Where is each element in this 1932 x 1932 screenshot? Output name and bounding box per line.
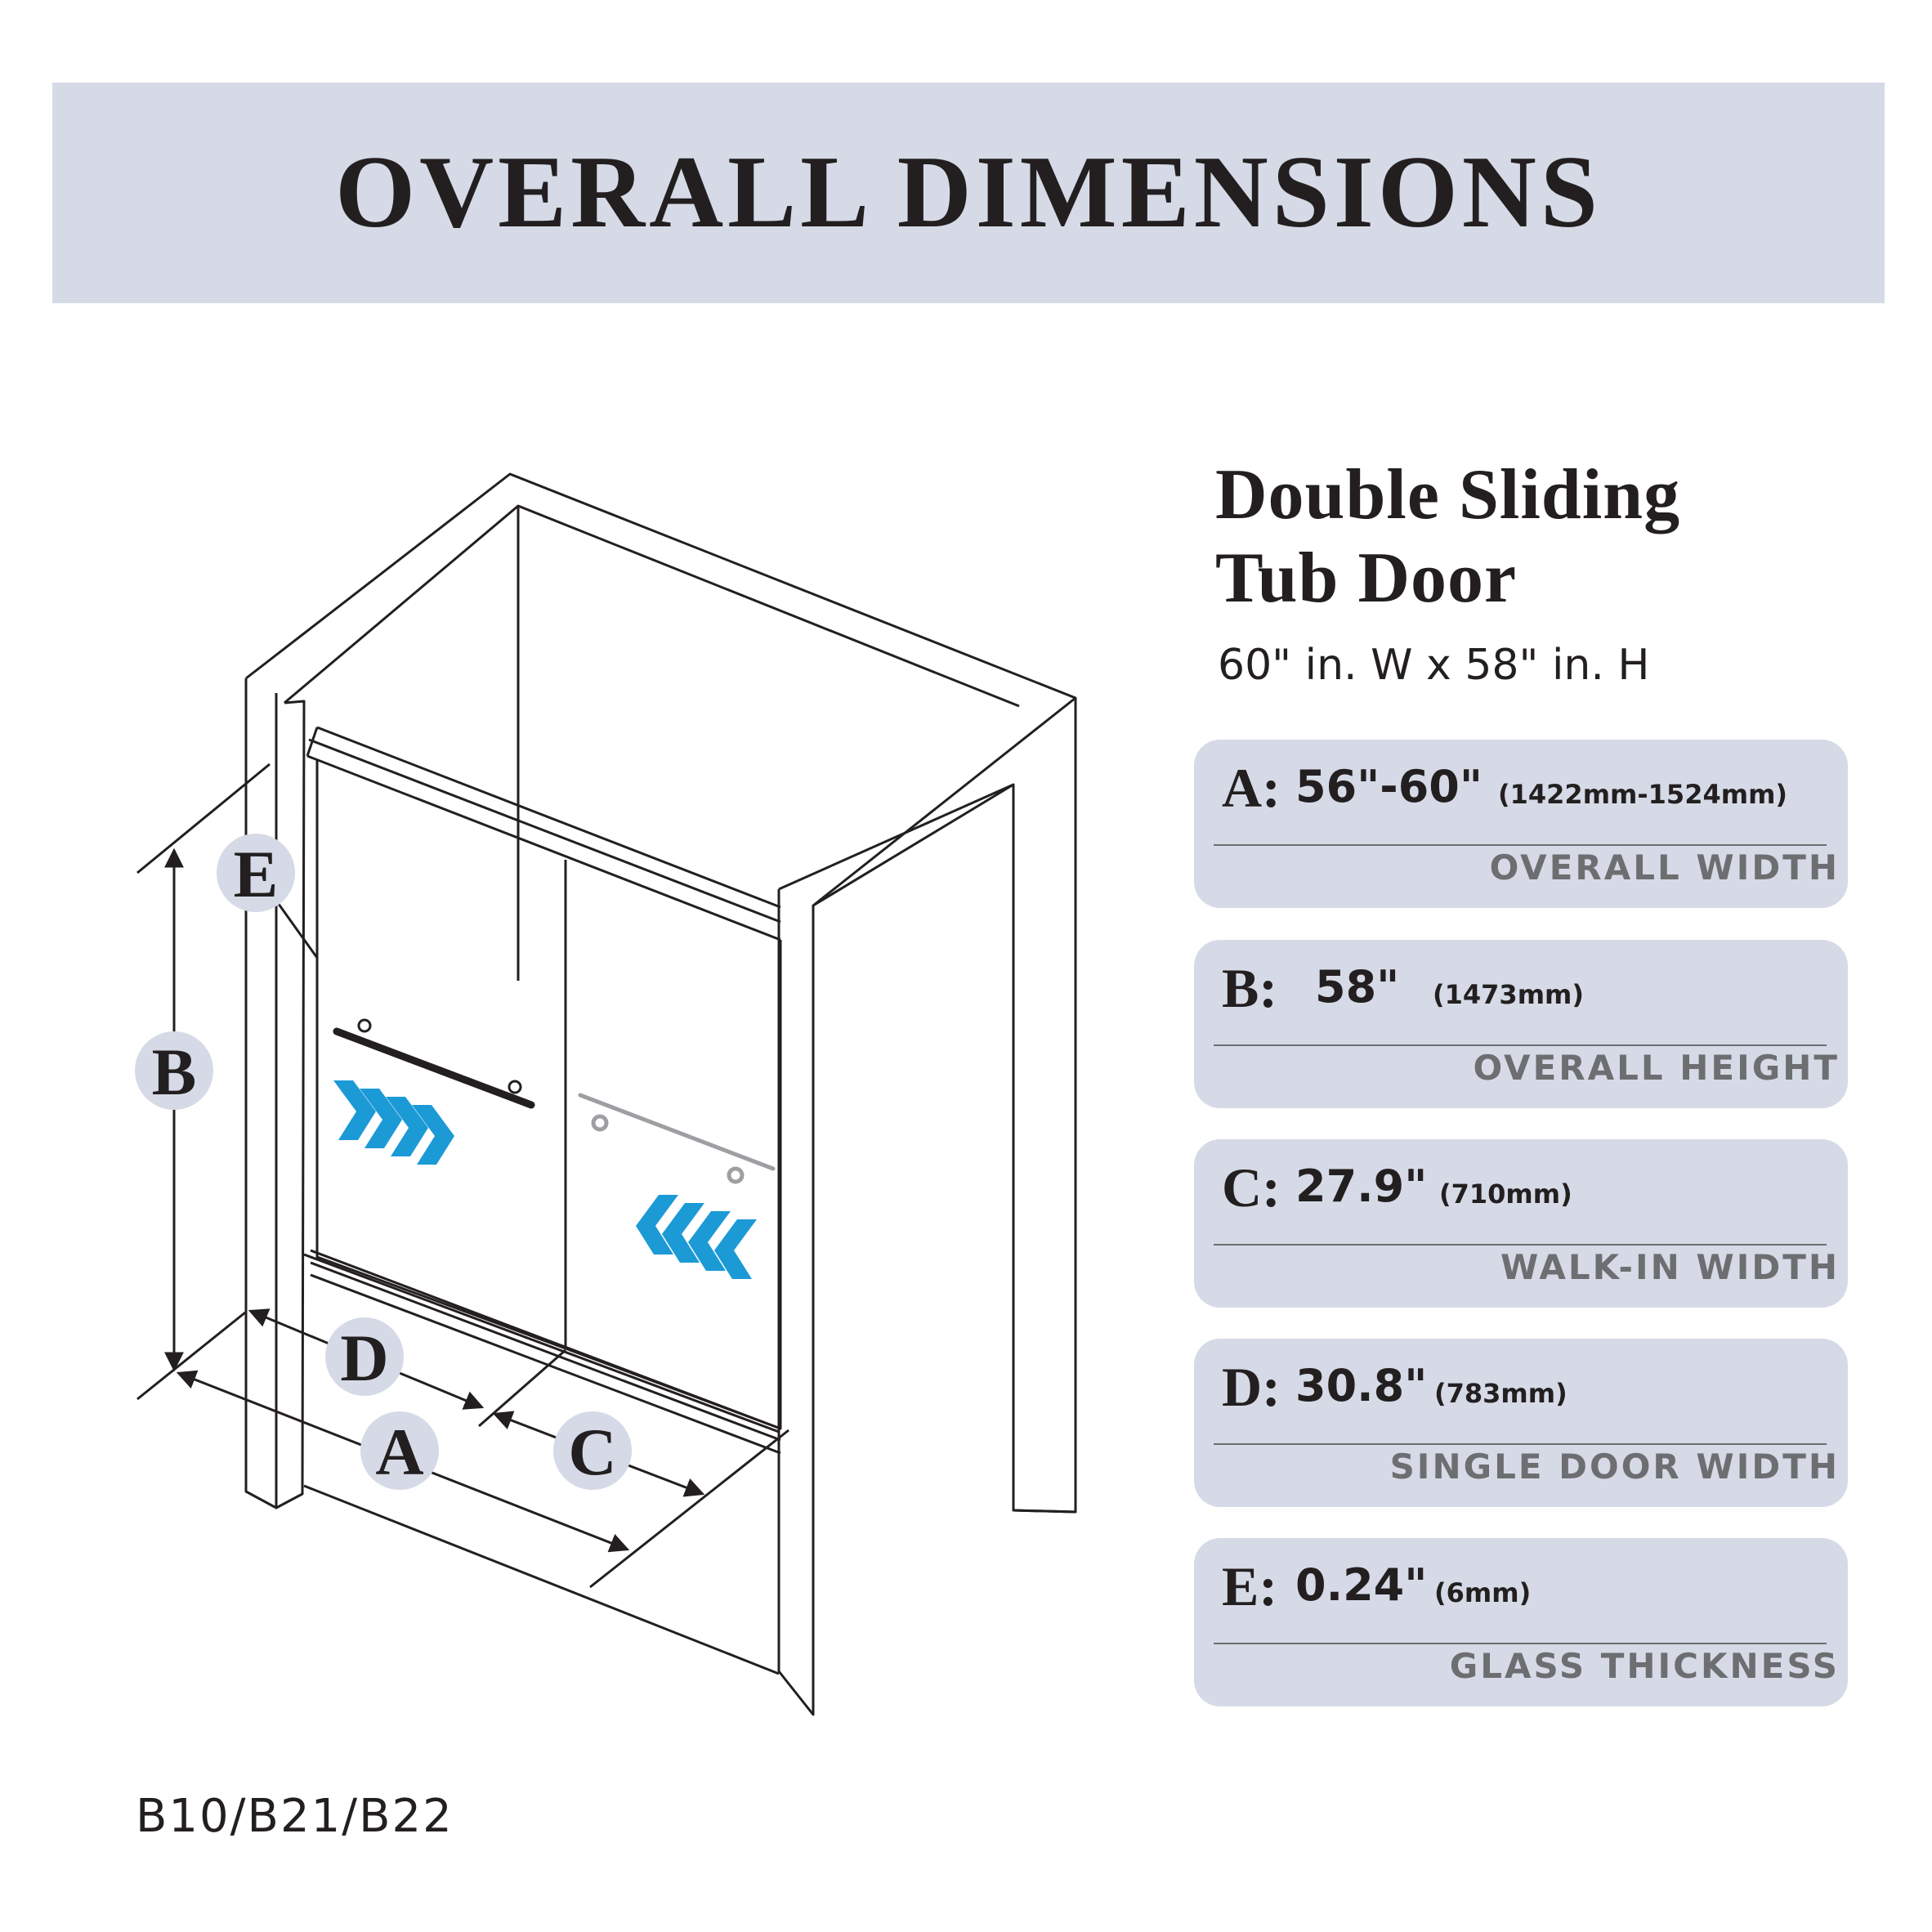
right-handle-bar bbox=[578, 1093, 776, 1171]
spec-value: 0.24" bbox=[1295, 1559, 1428, 1611]
top-track bbox=[306, 726, 781, 941]
spec-label: OVERALL WIDTH bbox=[1489, 847, 1840, 888]
alcove-inner-back bbox=[284, 504, 1020, 708]
spec-letter: B: bbox=[1222, 957, 1277, 1019]
spec-label: OVERALL HEIGHT bbox=[1473, 1048, 1840, 1088]
product-size: 60" in. W x 58" in. H bbox=[1218, 641, 1650, 690]
model-code: B10/B21/B22 bbox=[136, 1790, 454, 1843]
spec-card-d: D: 30.8" (783mm) SINGLE DOOR WIDTH bbox=[1194, 1339, 1848, 1507]
right-handle-post-1 bbox=[591, 1114, 609, 1132]
left-handle-post-2 bbox=[508, 1080, 522, 1094]
right-door-panel bbox=[564, 860, 782, 1430]
spec-value: 27.9" bbox=[1295, 1161, 1428, 1212]
product-title-line2: Tub Door bbox=[1215, 539, 1518, 618]
dim-e-leader bbox=[275, 900, 319, 959]
left-door-panel bbox=[315, 760, 567, 1350]
right-wall-inner bbox=[812, 696, 1076, 907]
spec-card-a: A: 56"-60" (1422mm-1524mm) OVERALL WIDTH bbox=[1194, 740, 1848, 908]
marker-a: A bbox=[375, 1415, 423, 1489]
spec-label: SINGLE DOOR WIDTH bbox=[1389, 1447, 1840, 1487]
spec-metric: (1473mm) bbox=[1433, 979, 1584, 1010]
product-title-line1: Double Sliding bbox=[1215, 455, 1681, 534]
left-handle-bar bbox=[333, 1027, 535, 1109]
spec-letter: A: bbox=[1222, 757, 1281, 819]
marker-e: E bbox=[234, 837, 279, 911]
spec-label: WALK-IN WIDTH bbox=[1500, 1247, 1840, 1287]
page-title: OVERALL DIMENSIONS bbox=[335, 136, 1602, 249]
spec-letter: D: bbox=[1222, 1356, 1281, 1418]
marker-d-circle bbox=[325, 1317, 404, 1396]
spec-value: 30.8" bbox=[1295, 1360, 1428, 1411]
spec-value: 58" bbox=[1315, 961, 1400, 1013]
right-handle-post-2 bbox=[727, 1166, 745, 1184]
spec-card-e: E: 0.24" (6mm) GLASS THICKNESS bbox=[1194, 1538, 1848, 1706]
spec-metric: (1422mm-1524mm) bbox=[1498, 779, 1788, 810]
tub-rim bbox=[303, 1253, 780, 1433]
tub-apron bbox=[303, 1484, 780, 1675]
left-handle-post-1 bbox=[357, 1018, 372, 1033]
dim-a-ext-right bbox=[589, 1429, 789, 1589]
marker-a-circle bbox=[360, 1411, 439, 1490]
spec-card-c: C: 27.9" (710mm) WALK-IN WIDTH bbox=[1194, 1139, 1848, 1308]
spec-metric: (710mm) bbox=[1439, 1178, 1572, 1210]
marker-b: B bbox=[152, 1035, 197, 1109]
dim-d-ext bbox=[478, 1348, 566, 1428]
spec-divider bbox=[1214, 1244, 1827, 1246]
spec-value: 56"-60" bbox=[1295, 761, 1483, 812]
product-title: Double Sliding Tub Door bbox=[1215, 454, 1885, 620]
spec-divider bbox=[1214, 1643, 1827, 1644]
marker-e-circle bbox=[217, 834, 295, 912]
right-wall-pillar bbox=[777, 783, 1076, 1716]
chevron-left-icon bbox=[636, 1195, 757, 1279]
dim-b-ext-top bbox=[136, 763, 271, 874]
header-banner: OVERALL DIMENSIONS bbox=[52, 83, 1885, 303]
spec-letter: E: bbox=[1222, 1555, 1277, 1617]
spec-label: GLASS THICKNESS bbox=[1449, 1646, 1840, 1686]
spec-card-b: B: 58" (1473mm) OVERALL HEIGHT bbox=[1194, 940, 1848, 1108]
spec-metric: (783mm) bbox=[1434, 1378, 1568, 1409]
spec-metric: (6mm) bbox=[1434, 1577, 1532, 1608]
marker-c: C bbox=[568, 1415, 616, 1489]
chevron-right-icon bbox=[333, 1080, 454, 1165]
spec-divider bbox=[1214, 1443, 1827, 1445]
spec-letter: C: bbox=[1222, 1156, 1281, 1219]
dim-b-ext-bottom bbox=[136, 1311, 246, 1401]
spec-divider bbox=[1214, 844, 1827, 846]
marker-c-circle bbox=[553, 1411, 632, 1490]
marker-d: D bbox=[340, 1321, 388, 1395]
marker-b-circle bbox=[135, 1031, 213, 1110]
spec-divider bbox=[1214, 1044, 1827, 1046]
